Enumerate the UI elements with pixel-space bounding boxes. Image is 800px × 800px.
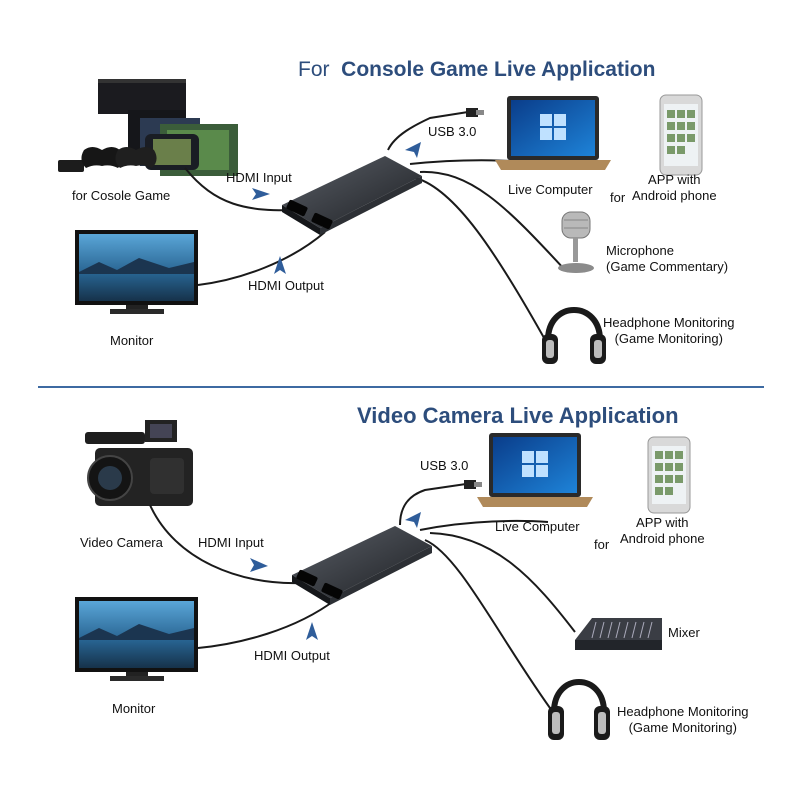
top-title: For Console Game Live Application	[298, 58, 655, 82]
arrows-top	[252, 142, 421, 274]
section-divider	[38, 386, 764, 388]
phone-bottom	[647, 436, 691, 514]
capture-device-bottom	[292, 526, 432, 605]
usb-plug-bottom	[464, 480, 476, 489]
bottom-title: Video Camera Live Application	[357, 403, 679, 428]
label-usb-bottom: USB 3.0	[420, 458, 469, 473]
label-headphone-bottom: Headphone Monitoring (Game Monitoring)	[617, 704, 749, 735]
phone-top	[659, 94, 703, 176]
wires-bottom	[149, 483, 576, 716]
label-hdmi-input-bottom: HDMI Input	[198, 535, 264, 550]
top-title-prefix: For	[298, 58, 330, 81]
label-hdmi-output-bottom: HDMI Output	[254, 648, 330, 663]
monitor-top	[75, 230, 198, 314]
label-live-computer-top: Live Computer	[508, 182, 593, 197]
label-hdmi-input-top: HDMI Input	[226, 170, 292, 185]
label-headphone-top: Headphone Monitoring (Game Monitoring)	[603, 315, 735, 346]
label-for-top: for	[610, 190, 626, 205]
label-monitor-bottom: Monitor	[112, 701, 156, 716]
headphone-top	[542, 307, 606, 364]
laptop-top	[495, 96, 611, 170]
monitor-bottom	[75, 597, 198, 681]
label-console-game: for Cosole Game	[72, 188, 171, 203]
label-video-camera: Video Camera	[80, 535, 163, 550]
label-microphone: Microphone (Game Commentary)	[606, 243, 729, 274]
label-live-computer-bottom: Live Computer	[495, 519, 580, 534]
label-hdmi-output-top: HDMI Output	[248, 278, 324, 293]
label-mixer: Mixer	[668, 625, 700, 640]
label-app-bottom: APP with Android phone	[620, 515, 705, 546]
audio-mixer	[575, 618, 662, 650]
capture-device-top	[282, 156, 422, 235]
top-title-main: Console Game Live Application	[341, 58, 656, 81]
label-for-bottom: for	[594, 537, 610, 552]
arrows-bottom	[250, 512, 421, 640]
game-console-group	[58, 79, 238, 176]
label-usb-top: USB 3.0	[428, 124, 477, 139]
headphone-bottom	[548, 679, 610, 740]
usb-plug-top	[466, 108, 478, 117]
label-monitor-top: Monitor	[110, 333, 154, 348]
microphone	[558, 211, 594, 273]
label-app-top: APP with Android phone	[632, 172, 717, 203]
video-camera	[85, 420, 193, 506]
laptop-bottom	[477, 433, 593, 507]
